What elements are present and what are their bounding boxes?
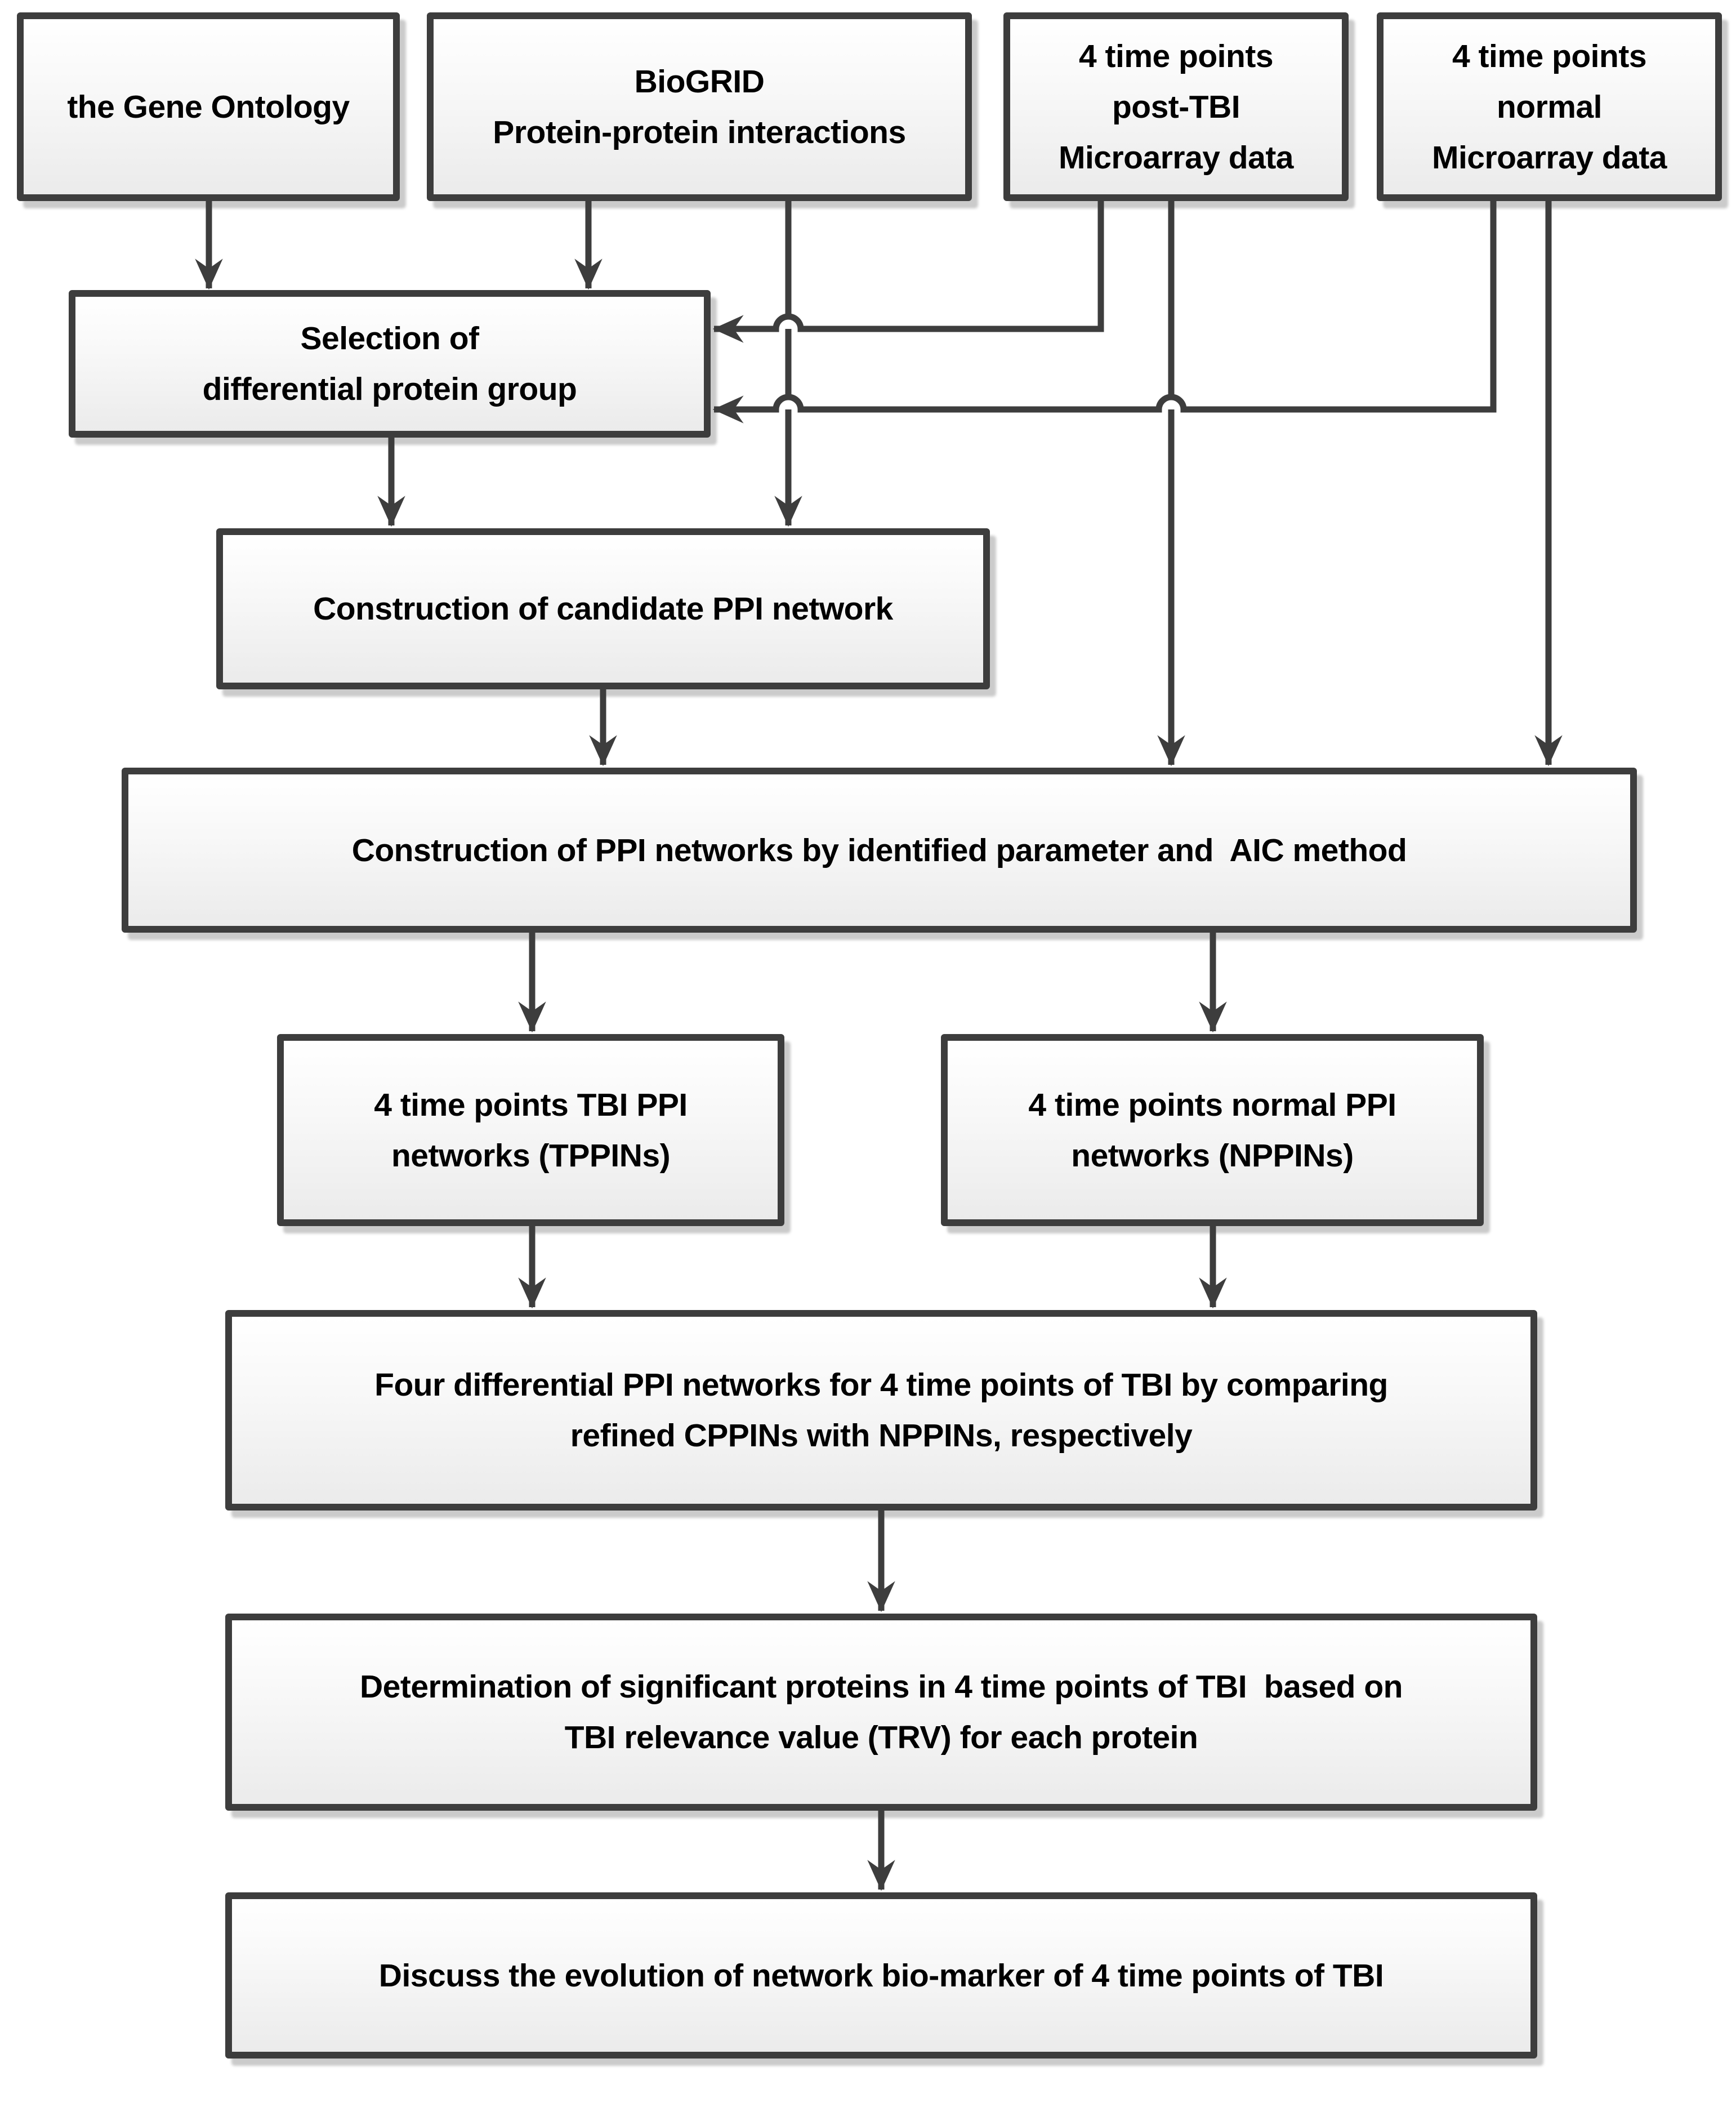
node-post-tbi-microarray: 4 time points post-TBI Microarray data [1003,12,1349,201]
node-label: networks (NPPINs) [1071,1137,1354,1174]
node-label: differential protein group [202,371,577,407]
node-biogrid: BioGRID Protein-protein interactions [427,12,972,201]
line-hop-mask [1159,398,1183,409]
node-label: Determination of significant proteins in… [360,1669,1403,1705]
node-label: Four differential PPI networks for 4 tim… [374,1367,1388,1403]
node-label: Selection of [300,320,479,357]
node-tppins: 4 time points TBI PPI networks (TPPINs) [277,1034,784,1226]
node-label: TBI relevance value (TRV) for each prote… [564,1719,1198,1756]
node-label: 4 time points normal PPI [1028,1086,1396,1123]
node-normal-microarray: 4 time points normal Microarray data [1377,12,1722,201]
node-ppi-construction: Construction of PPI networks by identifi… [122,768,1637,933]
node-gene-ontology: the Gene Ontology [17,12,400,201]
node-label: the Gene Ontology [67,88,350,125]
node-nppins: 4 time points normal PPI networks (NPPIN… [941,1034,1484,1226]
node-label: 4 time points [1452,38,1647,74]
line-hop-mask [776,398,800,409]
node-label: Protein-protein interactions [493,114,906,150]
node-label: Microarray data [1431,139,1667,176]
node-label: BioGRID [634,63,765,100]
node-determination: Determination of significant proteins in… [225,1614,1537,1811]
line-hop-mask [776,317,800,329]
node-label: 4 time points TBI PPI [374,1086,688,1123]
node-discussion: Discuss the evolution of network bio-mar… [225,1892,1537,2059]
node-label: Microarray data [1058,139,1294,176]
node-label: refined CPPINs with NPPINs, respectively [570,1418,1193,1454]
node-differential-networks: Four differential PPI networks for 4 tim… [225,1310,1537,1511]
node-label: networks (TPPINs) [391,1137,671,1174]
node-label: normal [1496,88,1603,125]
node-candidate-network: Construction of candidate PPI network [216,528,990,689]
edge-post-tbi-to-selection [712,201,1104,343]
node-label: Construction of candidate PPI network [313,591,893,627]
node-label: post-TBI [1112,88,1240,125]
node-label: 4 time points [1078,38,1274,74]
node-label: Construction of PPI networks by identifi… [351,832,1407,868]
edge-normal-to-selection [712,201,1497,424]
node-label: Discuss the evolution of network bio-mar… [378,1957,1384,1994]
node-selection: Selection of differential protein group [69,290,711,438]
